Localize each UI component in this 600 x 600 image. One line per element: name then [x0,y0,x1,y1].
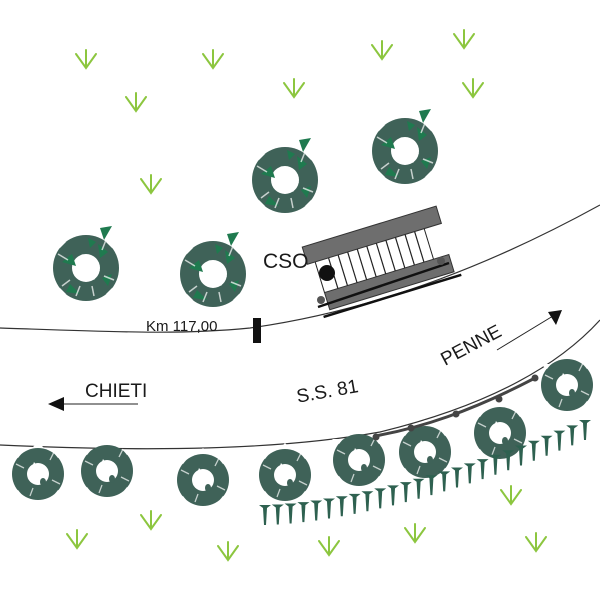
tree-canopy-icon [170,447,236,513]
shrub-icon [463,463,476,484]
road-name-label: S.S. 81 [295,376,360,408]
grass-tuft-icon [125,92,147,112]
grass-tuft-icon [453,29,475,49]
grass-tuft-icon [66,529,88,549]
grass-tuft-icon [140,510,162,530]
grass-tuft-icon [140,174,162,194]
guardrail-post [495,395,503,403]
culvert-base-line [317,261,450,309]
shrub-icon [271,504,284,525]
grass-tuft-icon [462,78,484,98]
tree-canopy-icon [173,232,253,314]
shrub-icon [335,496,348,517]
tree-canopy-icon [5,441,71,507]
shrub-icon [476,459,489,480]
road-edge-south [0,319,600,450]
direction-arrow-icon [48,397,138,411]
tree-canopy-icon [252,442,318,508]
guardrail-post [452,410,460,418]
km-marker-label: Km 117,00 [146,318,217,335]
shrub-icon [399,482,412,503]
grass-tuft-icon [500,485,522,505]
direction-label-chieti: CHIETI [85,381,147,402]
shrub-icon [451,467,463,488]
shrub-icon [310,500,323,521]
shrub-icon [387,485,399,506]
shrub-icon [566,425,579,446]
shrub-icon [348,493,361,514]
shrub-icon [297,502,310,523]
tree-canopy-icon [245,138,325,220]
tree-canopy-icon [534,352,600,418]
shrub-icon [438,471,451,492]
grass-tuft-icon [404,523,426,543]
direction-arrow-icon [496,310,562,351]
grass-tuft-icon [202,49,224,69]
guardrail [372,374,539,441]
km-post-icon [253,318,261,343]
shrub-icon [579,420,591,440]
shrub-icon [284,503,297,524]
guardrail-post [372,433,380,441]
shrub-icon [259,505,271,525]
shrub-icon [553,430,566,451]
grass-tuft-icon [283,78,305,98]
grass-tuft-icon [217,541,239,561]
grass-tuft-icon [525,532,547,552]
shrub-icon [527,440,540,461]
culvert-outlet-icon [319,265,335,281]
shrub-icon [374,488,387,509]
tree-canopy-icon [326,427,392,493]
direction-label-penne: PENNE [437,321,505,370]
tree-canopy-icon [46,226,126,308]
shrub-icon [361,491,374,512]
grass-tuft-icon [371,40,393,60]
guardrail-post [407,424,415,432]
road-edge-north [0,204,600,333]
shrub-icon [323,498,335,519]
shrub-icon [540,435,553,456]
tree-canopy-icon [365,109,445,191]
guardrail-post [531,374,539,382]
grass-tuft-icon [75,49,97,69]
culvert-node [317,296,325,304]
culvert-node [437,257,445,265]
cso-label: CSO [263,250,309,273]
grass-tuft-icon [318,536,340,556]
